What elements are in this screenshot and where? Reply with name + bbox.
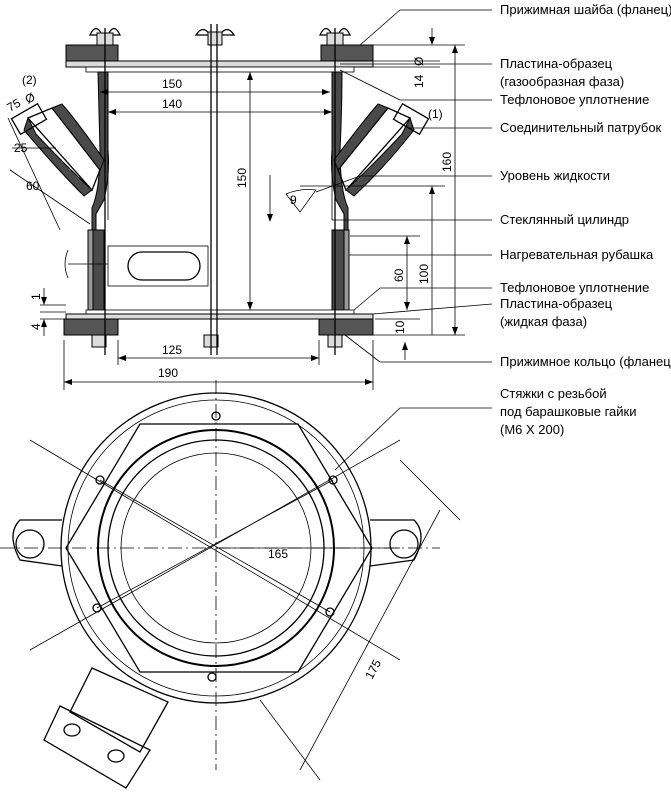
dim-150-height: 150: [235, 168, 249, 188]
viewing-window: [107, 245, 209, 287]
dimension-lines: [7, 28, 465, 390]
dim-4: 4: [29, 323, 43, 330]
label-plate-gas-2: (газообразная фаза): [500, 74, 624, 89]
bottom-pipe-stub: [43, 667, 169, 789]
bottom-flange-right: [318, 318, 374, 336]
dim-25: 25: [14, 141, 28, 155]
label-rods-2: под барашковые гайки: [500, 404, 637, 419]
lower-wall-right: [331, 229, 345, 313]
plan-view: 165 175: [0, 380, 461, 789]
dim-150-top: 150: [162, 77, 182, 91]
label-plate-gas-1: Пластина-образец: [500, 56, 613, 71]
leader-lines: [315, 9, 493, 471]
dim-160: 160: [440, 152, 454, 172]
side-section-view: 150 140 150 160 100 60 125 190 14 Ø 1 4 …: [5, 9, 493, 471]
dim-60-pipe: 60: [26, 179, 40, 193]
label-heating-jacket: Нагревательная рубашка: [500, 247, 654, 262]
label-plate-liquid-2: (жидкая фаза): [500, 314, 587, 329]
plate-gas-phase: [65, 60, 374, 68]
heating-jacket-left: [87, 229, 94, 311]
wing-nut-top-center: [194, 28, 236, 46]
dim-1: 1: [29, 293, 43, 300]
teflon-top: [85, 66, 355, 73]
label-teflon-bottom: Тефлоновое уплотнение: [500, 280, 649, 295]
teflon-bottom: [85, 309, 355, 315]
dim-175: 175: [362, 657, 384, 682]
dim-10: 10: [393, 320, 407, 334]
callout-labels: Прижимная шайба (фланец) Пластина-образе…: [500, 2, 671, 437]
lower-wall-left: [91, 229, 105, 313]
heating-jacket-right: [343, 229, 350, 311]
dim-100: 100: [417, 264, 431, 284]
label-rods-3: (М6 X 200): [500, 422, 564, 437]
dim-14: 14: [412, 74, 426, 88]
dim-140: 140: [162, 97, 182, 111]
lug-left: [12, 519, 63, 567]
label-liquid-level: Уровень жидкости: [500, 168, 610, 183]
label-glass-cylinder: Стеклянный цилиндр: [500, 212, 629, 227]
label-plate-liquid-1: Пластина-образец: [500, 296, 613, 311]
connecting-pipe-right: [333, 102, 430, 197]
window-slot: [127, 251, 201, 281]
marker-pipe-2: (2): [22, 73, 37, 87]
top-flange-right: [320, 44, 374, 62]
connecting-pipe-left: [10, 102, 105, 197]
dim-165: 165: [268, 547, 288, 561]
liquid-level-mark: [285, 189, 317, 213]
label-rods-1: Стяжки с резьбой: [500, 386, 607, 401]
angle-mark: 9: [290, 193, 297, 207]
top-flange-left: [65, 44, 119, 62]
plate-liquid-phase: [65, 313, 374, 320]
dim-phi-pipe: Ø: [23, 90, 38, 107]
marker-pipe-1: (1): [428, 107, 443, 121]
label-connecting-pipe: Соединительный патрубок: [500, 120, 662, 135]
lug-right: [369, 519, 422, 567]
label-clamp-ring: Прижимное кольцо (фланец): [500, 354, 671, 369]
dim-75: 75: [5, 96, 24, 115]
dim-phi-top: Ø: [412, 57, 426, 66]
bottom-flange-left: [63, 318, 119, 336]
dim-60: 60: [392, 268, 406, 282]
label-teflon-top: Тефлоновое уплотнение: [500, 92, 649, 107]
dim-125: 125: [162, 343, 182, 357]
label-clamp-washer: Прижимная шайба (фланец): [500, 2, 671, 17]
dim-190: 190: [158, 366, 178, 380]
